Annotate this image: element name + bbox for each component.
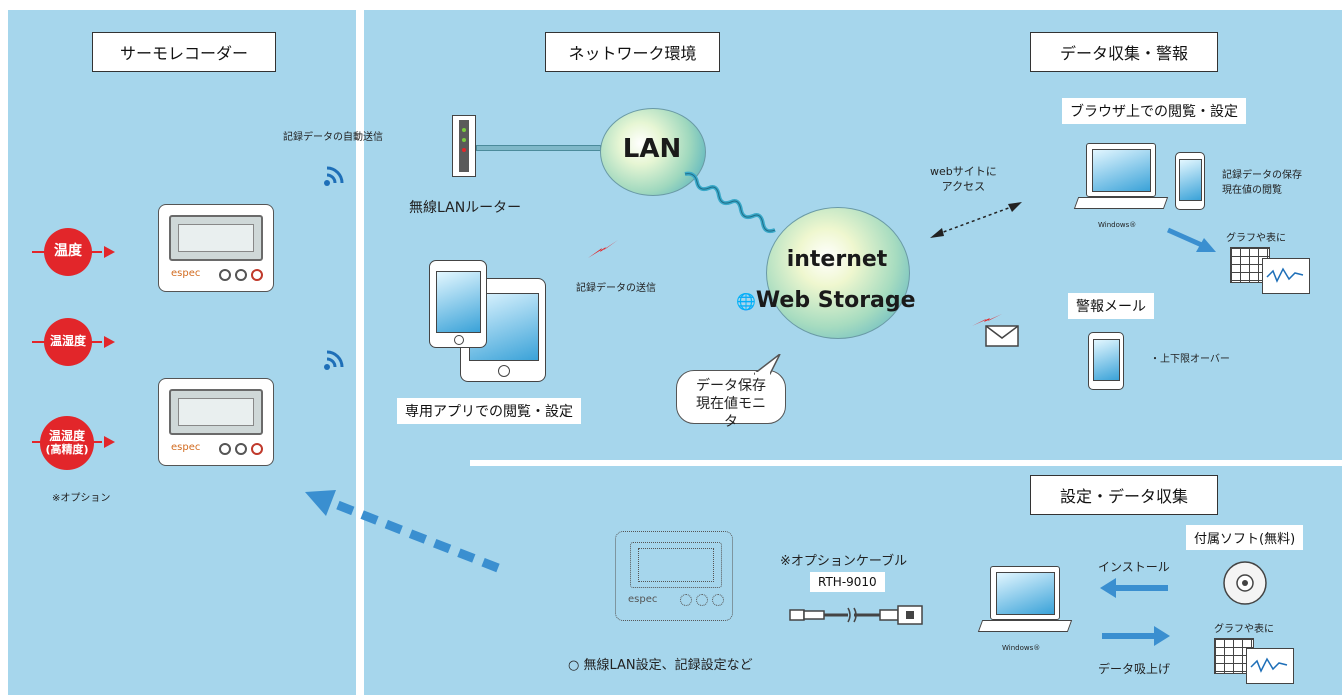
browser-header: ブラウザ上での閲覧・設定	[1062, 98, 1246, 124]
wifi-icon	[324, 350, 344, 370]
web-storage-logo: 🌐Web Storage	[736, 288, 916, 313]
sensor-arrow	[104, 246, 115, 258]
device-screen	[169, 215, 263, 261]
section-settings-collection: 設定・データ収集	[1030, 475, 1218, 515]
sensor-badge-humidity-hp: 温湿度 (高精度)	[40, 416, 94, 470]
lan-label: LAN	[622, 134, 682, 164]
thermo-recorder-outline: espec	[615, 531, 733, 621]
graph-label: グラフや表に	[1214, 624, 1274, 635]
graph-icon	[1262, 258, 1310, 294]
alarm-header: 警報メール	[1068, 293, 1154, 319]
send-label: 記録データの送信	[576, 283, 656, 294]
device-logo: espec	[171, 442, 201, 453]
app-label: 専用アプリでの閲覧・設定	[397, 398, 581, 424]
sensor-badge-humidity: 温湿度	[44, 318, 92, 366]
smartphone-icon	[429, 260, 487, 348]
web-access-line: webサイトに	[930, 165, 997, 178]
device-button	[235, 269, 247, 281]
device-logo: espec	[171, 268, 201, 279]
graph-icon	[1246, 648, 1294, 684]
laptop-icon	[977, 566, 1073, 636]
router-label: 無線LANルーター	[409, 200, 522, 216]
sensor-badge-label: 温湿度	[49, 334, 86, 349]
web-access-label: webサイトに アクセス	[930, 164, 997, 195]
wifi-icon	[324, 166, 344, 186]
usb-cable-icon	[789, 605, 923, 625]
section-thermo-recorder: サーモレコーダー	[92, 32, 276, 72]
sensor-badge-sub: (高精度)	[45, 442, 89, 456]
mail-icon	[985, 325, 1019, 347]
smartphone-icon	[1088, 332, 1124, 390]
sensor-badge-temp: 温度	[44, 228, 92, 276]
dotted-double-arrow	[930, 202, 1022, 238]
option-note: ※オプション	[52, 493, 111, 504]
windows-label: Windows®	[1002, 644, 1041, 652]
internet-bubble	[766, 207, 910, 339]
save-view-label: 記録データの保存 現在値の閲覧	[1222, 168, 1302, 198]
table-icon	[1230, 247, 1270, 283]
bubble-line: データ保存	[696, 378, 766, 394]
bottom-panel-left-fill	[364, 460, 470, 466]
laptop-icon	[1073, 143, 1169, 213]
save-view-line: 現在値の閲覧	[1222, 185, 1282, 196]
section-data-collection-alarm: データ収集・警報	[1030, 32, 1218, 72]
sensor-arrow	[104, 436, 115, 448]
sensor-badge-label: 温度	[54, 243, 82, 260]
thermo-recorder-device: espec	[158, 204, 274, 292]
save-view-line: 記録データの保存	[1222, 170, 1302, 181]
blue-arrow-right	[1102, 626, 1170, 646]
alarm-item: ・上下限オーバー	[1150, 354, 1230, 365]
device-button	[235, 443, 247, 455]
option-cable-label: ※オプションケーブル	[780, 554, 908, 569]
graph-label: グラフや表に	[1226, 233, 1286, 244]
section-network: ネットワーク環境	[545, 32, 720, 72]
coil-cable-icon	[684, 171, 776, 234]
dashed-blue-arrow	[305, 490, 500, 573]
bubble-tail	[754, 354, 781, 376]
software-label: 付属ソフト(無料)	[1186, 525, 1304, 550]
sensor-badge-label: 温湿度	[48, 429, 85, 444]
web-storage-label: Web Storage	[755, 288, 916, 313]
wireless-setting-label: ○ 無線LAN設定、記録設定など	[568, 658, 753, 673]
bubble-line: 現在値モニタ	[696, 396, 766, 431]
device-button	[219, 443, 231, 455]
install-label: インストール	[1098, 560, 1170, 574]
lan-bubble	[600, 108, 706, 196]
device-button	[251, 269, 263, 281]
web-access-line: アクセス	[941, 180, 986, 194]
lightning-icon	[972, 314, 1002, 326]
device-buttons	[219, 269, 263, 281]
blue-arrow-left	[1100, 578, 1168, 598]
router-cable	[476, 145, 601, 151]
lightning-icon	[588, 240, 618, 258]
device-button	[251, 443, 263, 455]
auto-send-label: 記録データの自動送信	[283, 132, 383, 143]
device-screen	[169, 389, 263, 435]
router-icon	[452, 115, 476, 177]
internet-label: internet	[786, 247, 888, 272]
blue-arrow	[1166, 227, 1216, 252]
windows-label: Windows®	[1098, 221, 1137, 229]
data-save-bubble: データ保存 現在値モニタ	[676, 370, 786, 430]
cable-model-label: RTH-9010	[810, 572, 885, 592]
device-logo: espec	[628, 594, 658, 605]
device-buttons	[219, 443, 263, 455]
cd-icon	[1223, 561, 1267, 605]
data-upload-label: データ吸上げ	[1098, 662, 1171, 676]
sensor-arrow	[104, 336, 115, 348]
globe-icon: 🌐	[736, 292, 756, 311]
smartphone-icon	[1175, 152, 1205, 210]
device-button	[219, 269, 231, 281]
thermo-recorder-device: espec	[158, 378, 274, 466]
